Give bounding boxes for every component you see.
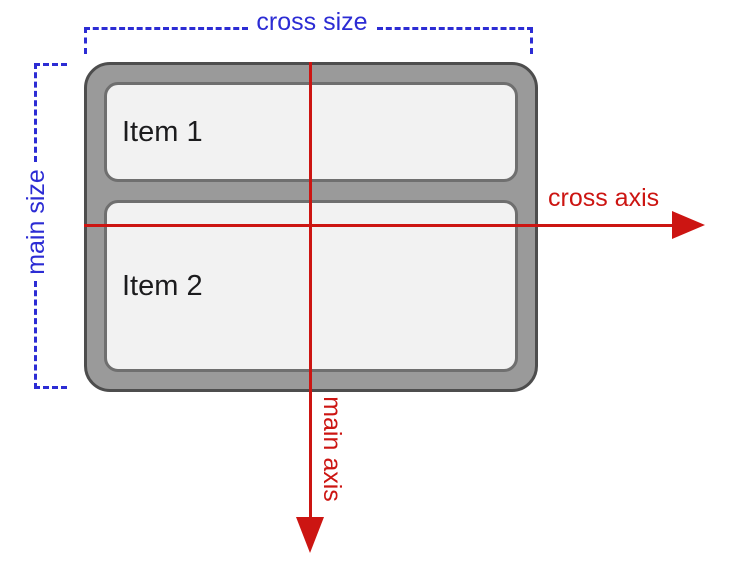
- cross-size-bracket-cap-left: [84, 27, 87, 54]
- main-axis-line: [309, 62, 312, 518]
- main-axis-arrowhead-icon: [296, 517, 324, 553]
- cross-axis-label: cross axis: [548, 184, 660, 212]
- cross-axis-arrowhead-icon: [672, 211, 705, 239]
- flex-item-2-label: Item 2: [122, 269, 203, 302]
- cross-axis-line: [84, 224, 674, 227]
- main-size-bracket-cap-bottom: [34, 386, 67, 389]
- cross-size-bracket-line-left: [84, 27, 248, 30]
- cross-size-label: cross size: [256, 8, 368, 36]
- main-size-label: main size: [22, 169, 50, 275]
- main-size-bracket-line-bottom: [34, 281, 37, 389]
- flex-item-1-label: Item 1: [122, 115, 203, 148]
- main-size-bracket-cap-top: [34, 63, 67, 66]
- main-axis-label: main axis: [318, 396, 346, 502]
- main-size-bracket-line-top: [34, 63, 37, 162]
- cross-size-bracket-line-right: [377, 27, 533, 30]
- cross-size-bracket-cap-right: [530, 27, 533, 54]
